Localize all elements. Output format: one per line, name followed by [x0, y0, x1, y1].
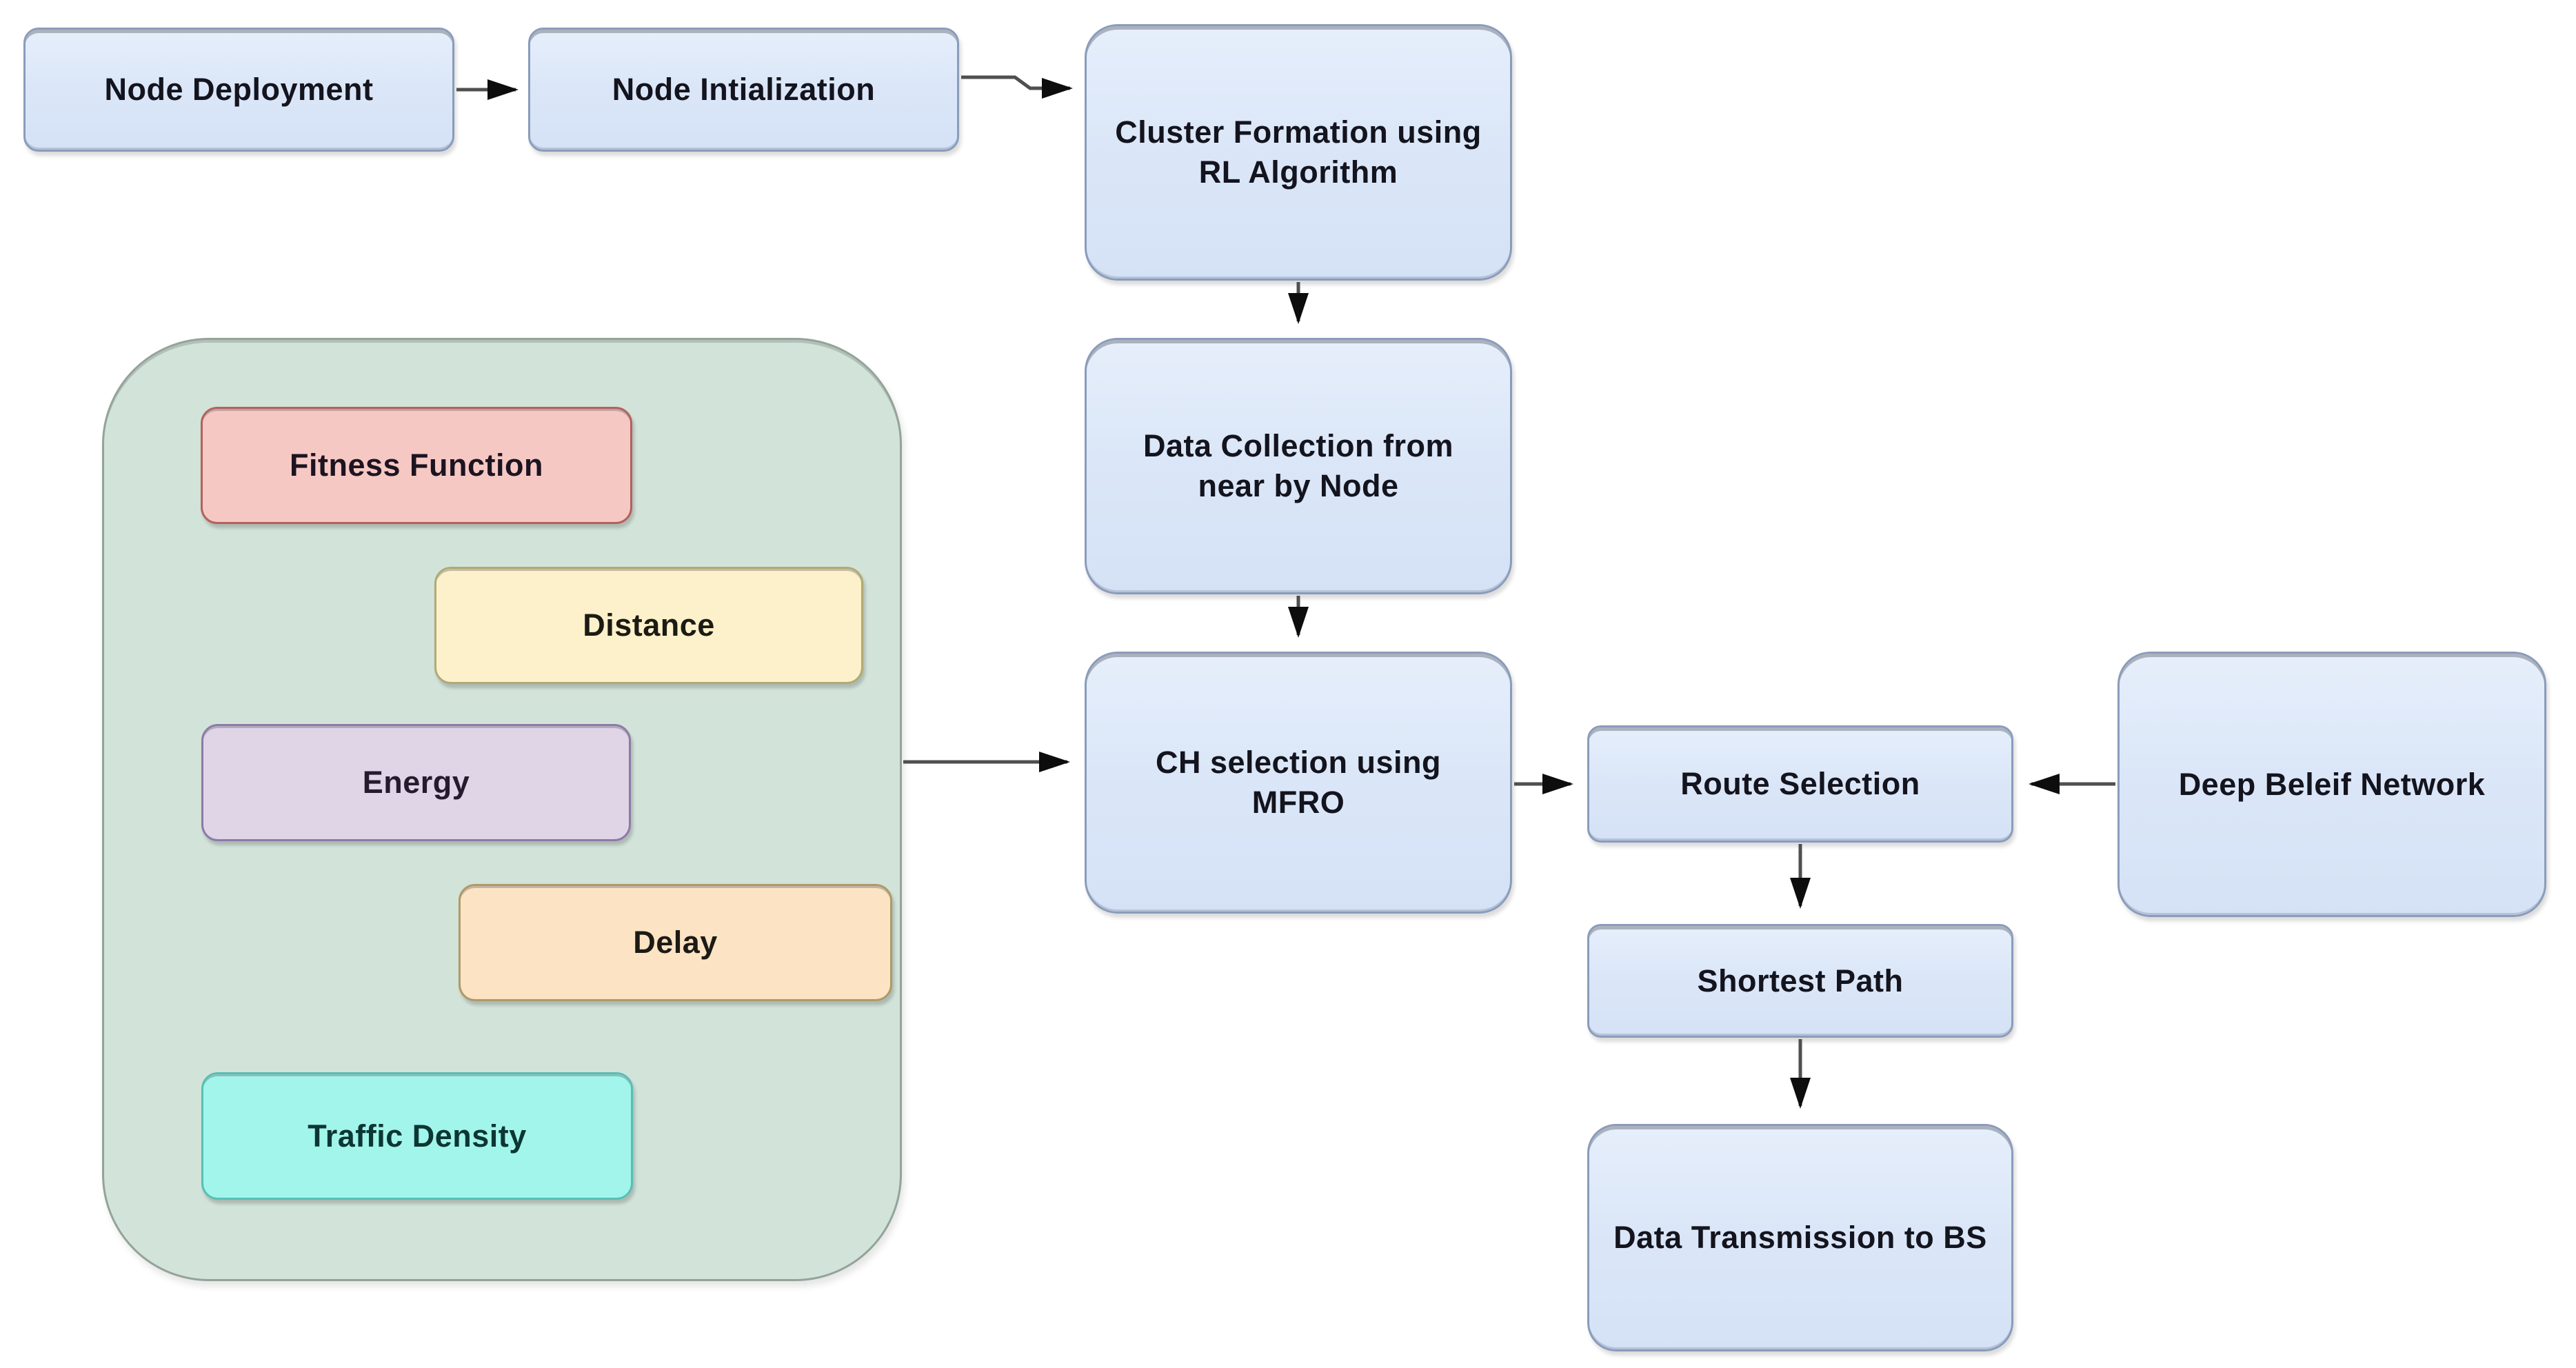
fitness-function-box: Fitness Function [201, 407, 632, 524]
cluster-formation-box: Cluster Formation using RL Algorithm [1085, 24, 1512, 281]
traffic-density-box: Traffic Density [201, 1072, 633, 1200]
data-collection-box: Data Collection from near by Node [1085, 338, 1512, 594]
edge-initialization-to-cluster-arrow [961, 75, 1074, 99]
energy-box: Energy [201, 724, 631, 841]
shortest-path-box: Shortest Path [1587, 924, 2013, 1038]
distance-box: Distance [434, 567, 863, 684]
data-transmission-box: Data Transmission to BS [1587, 1124, 2013, 1351]
ch-selection-box: CH selection using MFRO [1085, 652, 1512, 914]
node-initialization-box: Node Intialization [528, 28, 959, 152]
route-selection-box: Route Selection [1587, 725, 2013, 843]
deep-belief-network-box: Deep Beleif Network [2117, 652, 2546, 917]
node-deployment-box: Node Deployment [23, 28, 454, 152]
delay-box: Delay [459, 884, 892, 1001]
